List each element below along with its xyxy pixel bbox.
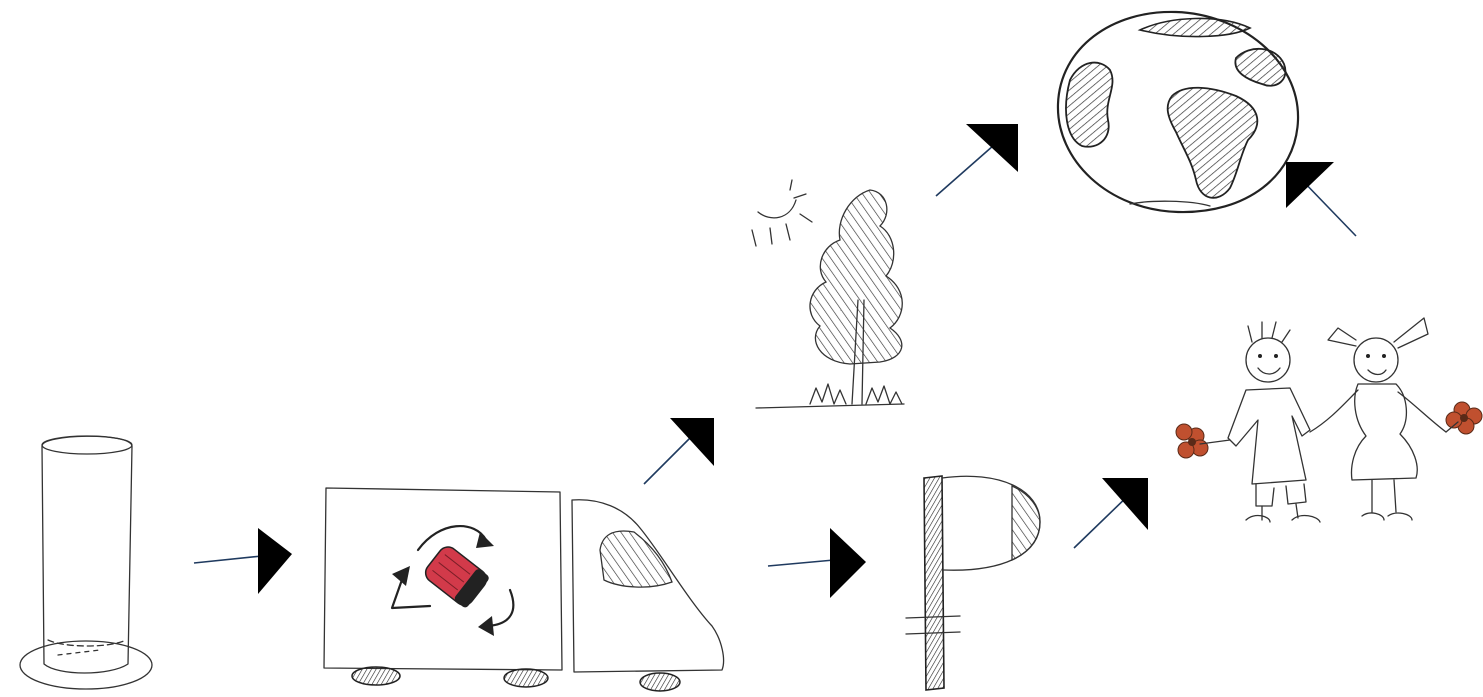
arrow-tree-to-globe (936, 124, 1018, 196)
flower-left-icon (1176, 424, 1230, 458)
arrow-truck-to-ruble (768, 528, 866, 598)
globe-icon (1058, 12, 1298, 212)
arrow-truck-to-tree (644, 418, 714, 484)
arrow-glass-to-truck (194, 528, 292, 594)
flower-right-icon (1446, 402, 1482, 434)
glass-icon (20, 436, 152, 689)
recycling-truck-icon (324, 488, 724, 691)
ruble-icon (906, 476, 1040, 690)
arrow-children-to-globe (1286, 162, 1356, 236)
arrow-ruble-to-children (1074, 478, 1148, 548)
children-icon (1176, 318, 1482, 522)
tree-icon (752, 180, 904, 408)
